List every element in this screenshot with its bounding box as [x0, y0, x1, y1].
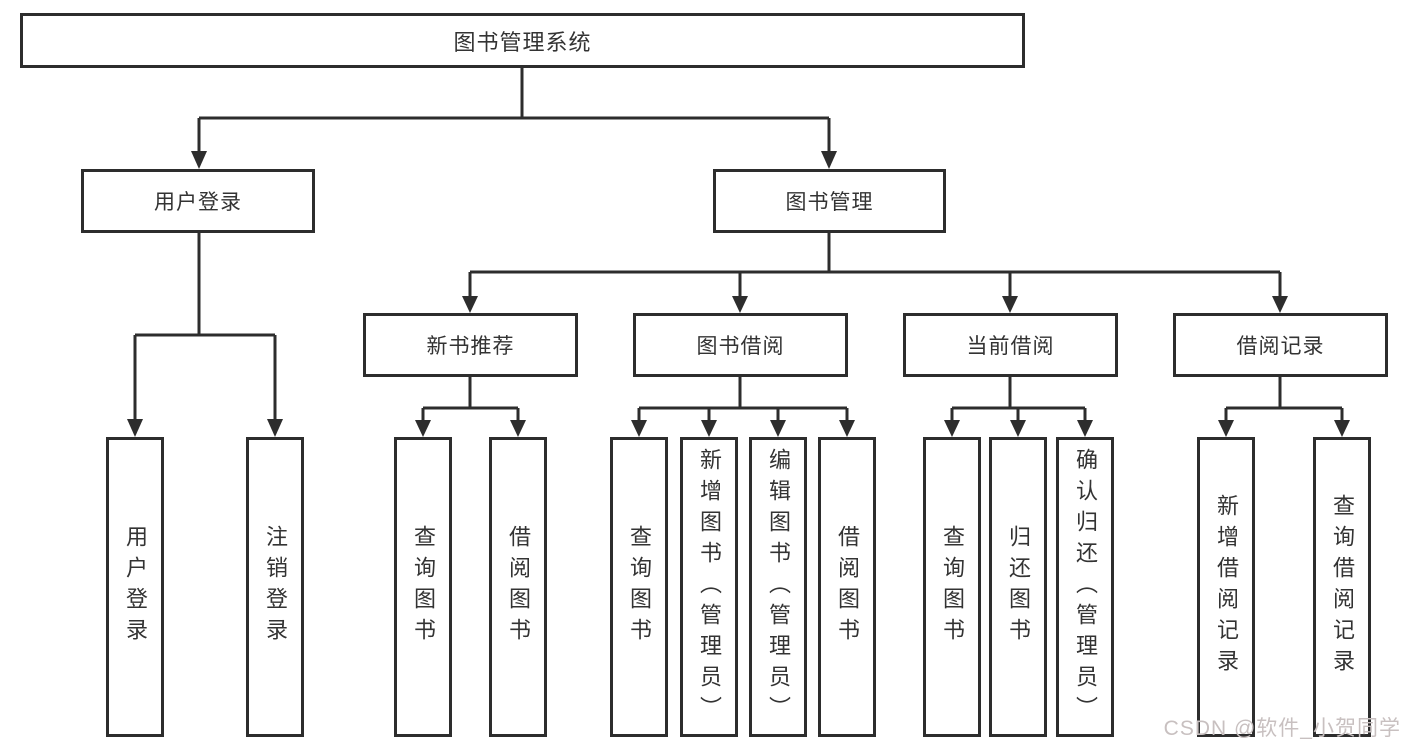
leaf-label: 新增借阅记录 — [1214, 494, 1239, 680]
leaf-query-borrow-record: 查询借阅记录 — [1313, 437, 1371, 737]
leaf-label: 用户登录 — [123, 525, 148, 649]
node-label: 图书借阅 — [696, 335, 785, 358]
leaf-add-book-admin: 新增图书（管理员） — [680, 437, 738, 737]
leaf-confirm-return-admin: 确认归还（管理员） — [1056, 437, 1114, 737]
node-label: 借阅记录 — [1236, 335, 1325, 358]
node-book-borrow: 图书借阅 — [633, 313, 848, 377]
leaf-user-login: 用户登录 — [106, 437, 164, 737]
leaf-label: 归还图书 — [1006, 525, 1031, 649]
node-label: 图书管理 — [785, 191, 874, 214]
arrowheads — [127, 151, 1350, 437]
leaf-label: 新增图书（管理员） — [697, 447, 722, 727]
leaf-label: 查询图书 — [411, 525, 436, 649]
leaf-query-book-current: 查询图书 — [923, 437, 981, 737]
tree-edges — [133, 68, 1344, 421]
leaf-label: 确认归还（管理员） — [1073, 447, 1098, 727]
leaf-label: 借阅图书 — [506, 525, 531, 649]
node-book-management: 图书管理 — [713, 169, 946, 233]
node-root: 图书管理系统 — [20, 13, 1025, 68]
leaf-label: 借阅图书 — [835, 525, 860, 649]
csdn-watermark: CSDN @软件_小贺同学 — [1163, 717, 1401, 740]
node-label: 当前借阅 — [966, 335, 1055, 358]
leaf-borrow-book-newbook: 借阅图书 — [489, 437, 547, 737]
leaf-label: 查询借阅记录 — [1330, 494, 1355, 680]
leaf-query-book-newbook: 查询图书 — [394, 437, 452, 737]
leaf-label: 注销登录 — [263, 525, 288, 649]
leaf-add-borrow-record: 新增借阅记录 — [1197, 437, 1255, 737]
node-user-login: 用户登录 — [81, 169, 315, 233]
node-current-borrow: 当前借阅 — [903, 313, 1118, 377]
leaf-return-book: 归还图书 — [989, 437, 1047, 737]
leaf-logout-login: 注销登录 — [246, 437, 304, 737]
leaf-label: 编辑图书（管理员） — [766, 447, 791, 727]
node-borrow-records: 借阅记录 — [1173, 313, 1388, 377]
leaf-edit-book-admin: 编辑图书（管理员） — [749, 437, 807, 737]
leaf-borrow-book-borrow: 借阅图书 — [818, 437, 876, 737]
node-new-book-recommend: 新书推荐 — [363, 313, 578, 377]
leaf-query-book-borrow: 查询图书 — [610, 437, 668, 737]
node-label: 新书推荐 — [426, 335, 515, 358]
leaf-label: 查询图书 — [940, 525, 965, 649]
node-label: 用户登录 — [154, 191, 242, 214]
leaf-label: 查询图书 — [627, 525, 652, 649]
node-label: 图书管理系统 — [453, 29, 592, 55]
